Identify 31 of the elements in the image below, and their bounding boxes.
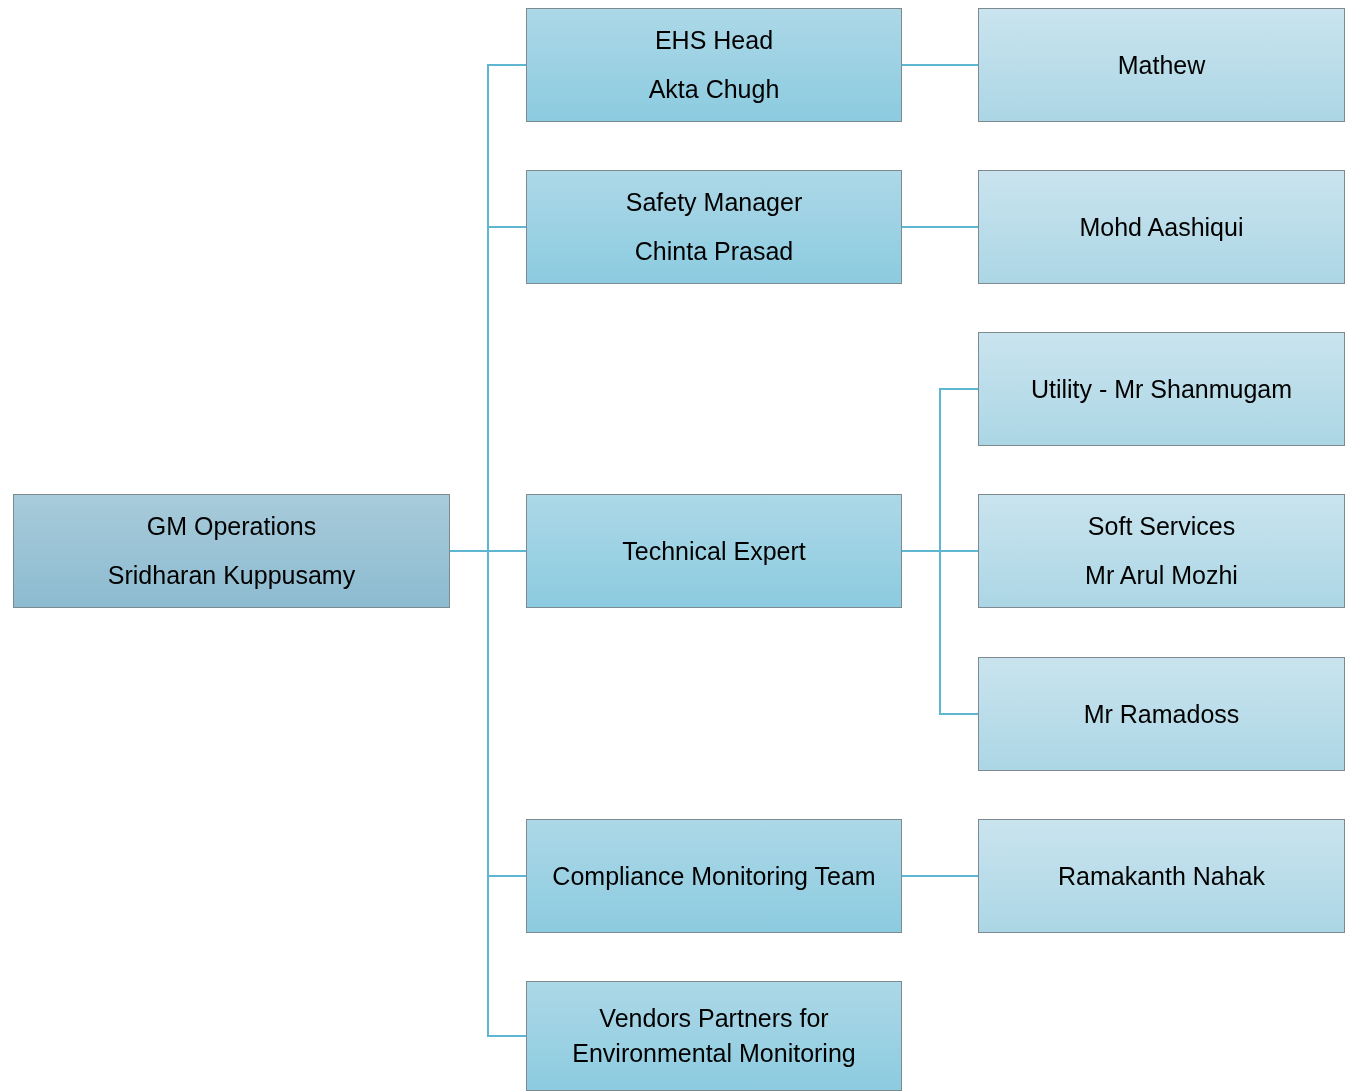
box-text: Soft Services: [1087, 511, 1236, 542]
box-text: Mr Arul Mozhi: [1085, 560, 1238, 591]
connector-line: [901, 875, 979, 877]
org-box: [526, 494, 902, 608]
org-box: [978, 8, 1345, 122]
box-text: Akta Chugh: [648, 74, 780, 105]
org-box: [978, 170, 1345, 284]
box-text: Safety Manager: [625, 187, 803, 218]
org-box: [978, 657, 1345, 771]
box-text: Compliance Monitoring Team: [552, 860, 876, 892]
org-box: [978, 494, 1345, 608]
box-text: Utility - Mr Shanmugam: [1030, 373, 1293, 405]
box-text: GM Operations: [146, 511, 317, 542]
org-box: [978, 819, 1345, 933]
box-text: Ramakanth Nahak: [1057, 860, 1266, 892]
box-text: Vendors Partners for Environmental Monitoring: [571, 1003, 857, 1069]
org-box: [526, 981, 902, 1091]
connector-line: [901, 226, 979, 228]
org-box: [13, 494, 450, 608]
box-text: Mathew: [1117, 49, 1206, 81]
box-text: EHS Head: [654, 25, 774, 56]
org-box: [526, 819, 902, 933]
org-box: [978, 332, 1345, 446]
box-text: Mohd Aashiqui: [1079, 211, 1244, 243]
connector-line: [901, 64, 979, 66]
org-box: [526, 8, 902, 122]
box-text: Sridharan Kuppusamy: [107, 560, 356, 591]
org-box: [526, 170, 902, 284]
box-text: Mr Ramadoss: [1083, 698, 1240, 730]
box-text: Technical Expert: [622, 535, 806, 567]
box-text: Chinta Prasad: [634, 236, 794, 267]
